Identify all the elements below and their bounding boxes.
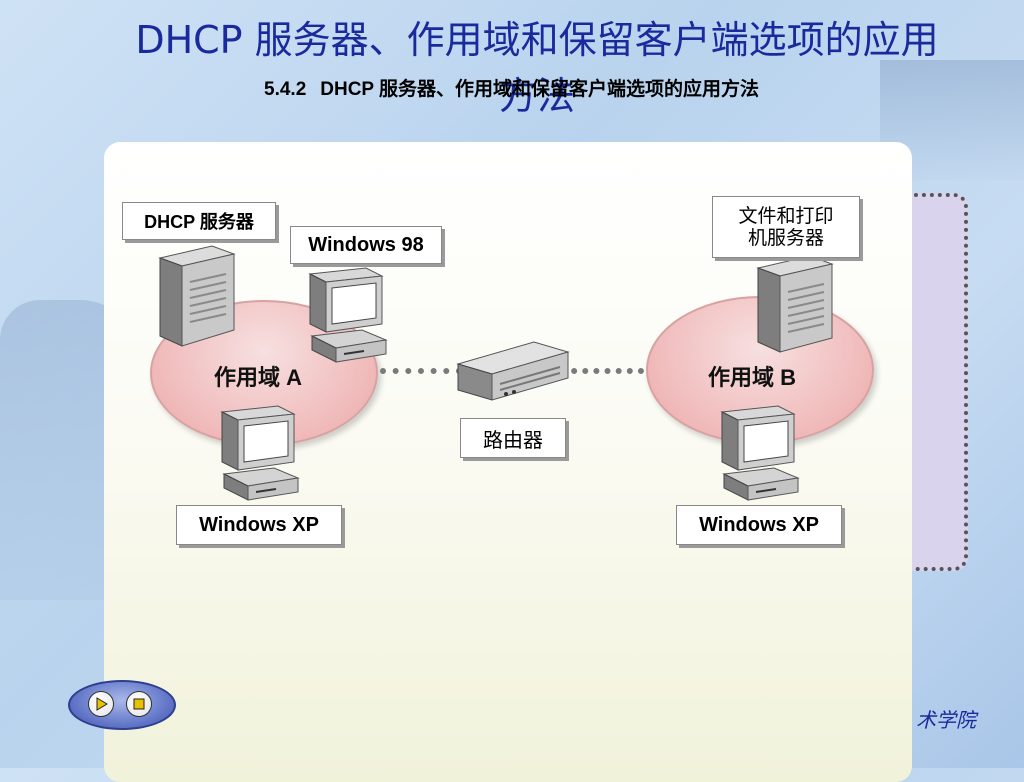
router-icon bbox=[456, 341, 570, 401]
link-scope-a-router bbox=[380, 368, 462, 374]
windows-98-label: Windows 98 bbox=[290, 226, 442, 264]
footer-text: 术学院 bbox=[916, 708, 976, 732]
scope-b-label: 作用域 B bbox=[708, 365, 797, 390]
slide-navigation bbox=[68, 680, 176, 730]
file-print-server-icon bbox=[756, 255, 834, 353]
dhcp-server-icon bbox=[158, 245, 236, 347]
diagram-subtitle: 5.4.2 DHCP 服务器、作用域和保留客户端选项的应用方法 bbox=[264, 74, 759, 101]
windows-xp-computer-a-icon bbox=[220, 405, 300, 501]
stop-button[interactable] bbox=[126, 691, 152, 717]
file-print-server-label: 文件和打印 机服务器 bbox=[712, 196, 860, 258]
play-button[interactable] bbox=[88, 691, 114, 717]
dhcp-server-label: DHCP 服务器 bbox=[122, 202, 276, 240]
windows-xp-b-label: Windows XP bbox=[676, 505, 842, 545]
slide-title: DHCP 服务器、作用域和保留客户端选项的应用方法 bbox=[135, 18, 939, 118]
stop-square-icon bbox=[133, 698, 145, 710]
windows-xp-computer-b-icon bbox=[720, 405, 800, 501]
link-router-scope-b bbox=[560, 368, 644, 374]
windows-xp-a-label: Windows XP bbox=[176, 505, 342, 545]
play-triangle-icon bbox=[96, 697, 108, 711]
subtitle-text: DHCP 服务器、作用域和保留客户端选项的应用方法 bbox=[320, 79, 760, 100]
subtitle-number: 5.4.2 bbox=[264, 79, 307, 100]
side-panel bbox=[908, 193, 968, 571]
scope-a-label: 作用域 A bbox=[214, 365, 303, 390]
windows-98-computer-icon bbox=[308, 267, 388, 363]
router-label: 路由器 bbox=[460, 418, 566, 458]
